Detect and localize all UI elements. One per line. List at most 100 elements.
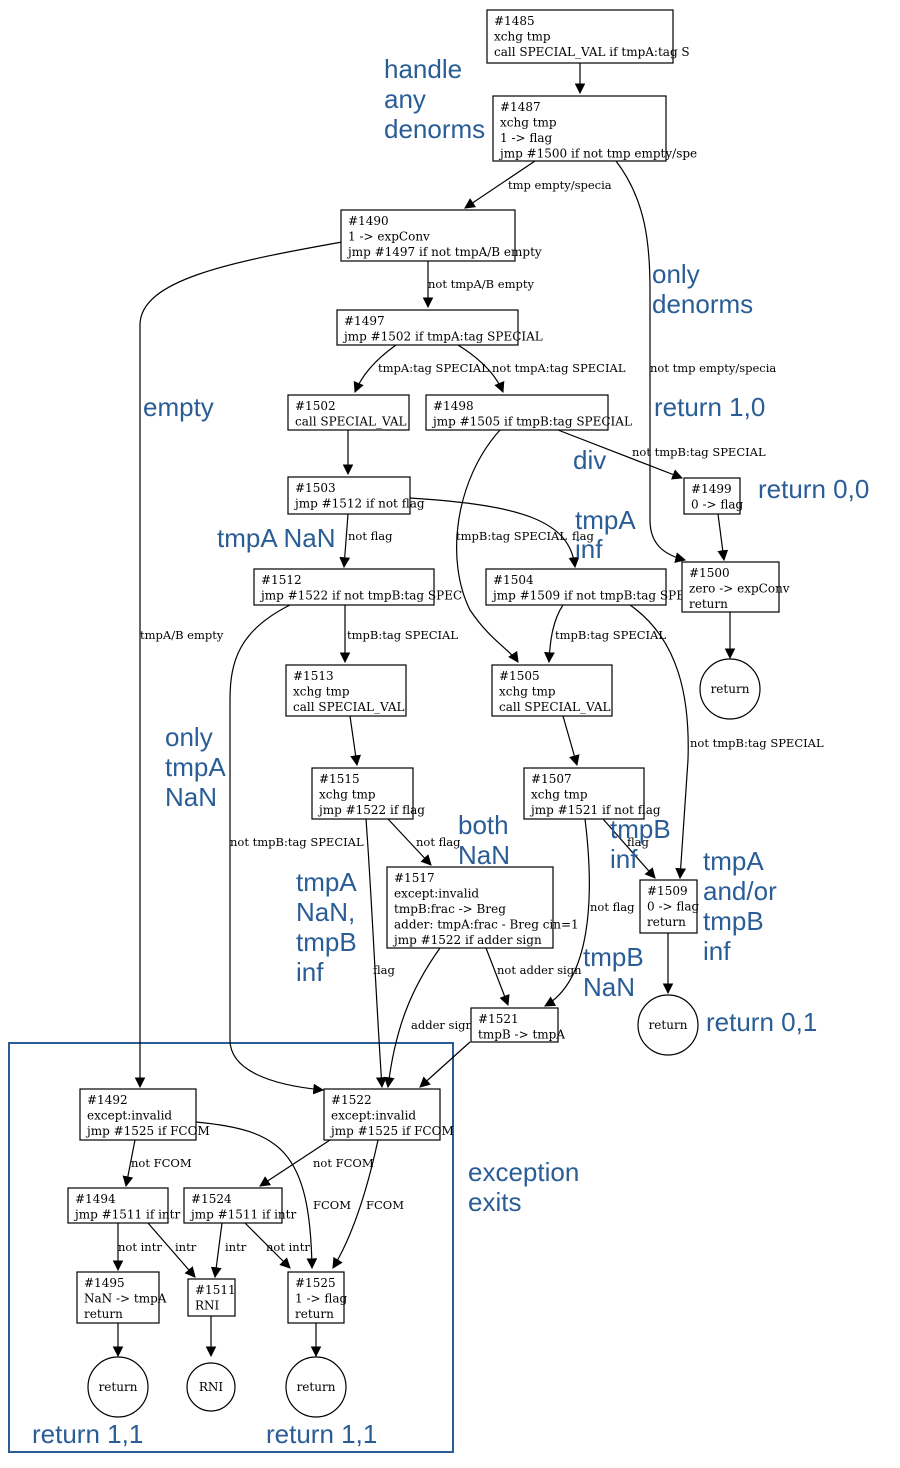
terminal-return-1525: return <box>285 1356 347 1418</box>
edge-label-not-flag-1512: not flag <box>348 529 393 543</box>
node-instruction-line: return <box>295 1307 334 1321</box>
annotation-line: denorms <box>384 114 485 144</box>
edge-label-not-fcom-1524: not FCOM <box>313 1156 374 1170</box>
annotation-div: div <box>573 445 606 475</box>
node-id-label: #1505 <box>499 669 540 683</box>
edge-label-not-tmpb-special-1509: not tmpB:tag SPECIAL <box>690 736 824 750</box>
edge-label-not-tmpab-empty: not tmpA/B empty <box>428 277 534 291</box>
node-id-label: #1490 <box>348 214 389 228</box>
node-instruction-line: jmp #1511 if intr <box>189 1208 296 1222</box>
svg-text:return: return <box>649 1018 688 1032</box>
svg-text:return: return <box>711 682 750 696</box>
node-id-label: #1495 <box>84 1276 125 1290</box>
terminal-return-1495: return <box>87 1356 149 1418</box>
node-id-label: #1507 <box>531 772 572 786</box>
edge-1522-1525 <box>332 1139 379 1269</box>
edge-1487-1490 <box>464 160 536 209</box>
node-instruction-line: 1 -> flag <box>295 1292 348 1306</box>
node-id-label: #1487 <box>500 100 541 114</box>
edges <box>112 63 736 1358</box>
edge-1522-1524 <box>259 1139 331 1187</box>
node-instruction-line: xchg tmp <box>293 685 350 699</box>
edge-label-not-intr-1495: not intr <box>118 1240 162 1254</box>
node-instruction-line: 1 -> expConv <box>348 230 430 244</box>
edge-label-flag-1509: flag <box>627 835 650 849</box>
edge-label-adder-sign: adder sign <box>411 1018 473 1032</box>
annotation-line: only <box>652 259 700 289</box>
node-instruction-line: jmp #1497 if not tmpA/B empty <box>346 245 542 259</box>
edge-label-flag-1522: flag <box>373 963 396 977</box>
edge-1503-1504 <box>409 497 580 569</box>
node-instruction-line: jmp #1522 if flag <box>317 803 425 817</box>
node-instruction-line: return <box>689 597 728 611</box>
edge-1521-1522 <box>419 1041 471 1088</box>
edge-label-not-tmpa-special: not tmpA:tag SPECIAL <box>492 361 626 375</box>
edge-1494-1511 <box>147 1222 196 1278</box>
node-id-label: #1494 <box>75 1192 116 1206</box>
edge-1513-1515 <box>349 715 361 767</box>
node-id-label: #1513 <box>293 669 334 683</box>
annotation-line: and/or <box>703 876 777 906</box>
terminal-return-1500: return <box>699 658 761 720</box>
node-id-label: #1492 <box>87 1093 128 1107</box>
annotation-line: denorms <box>652 289 753 319</box>
node-instruction-line: xchg tmp <box>319 788 376 802</box>
annotation-return-1-1-right: return 1,1 <box>266 1419 377 1449</box>
edge-1507-1521 <box>544 818 590 1007</box>
annotation-line: tmpB <box>583 942 644 972</box>
edge-label-not-flag-1517: not flag <box>416 835 461 849</box>
annotation-line: tmpB <box>610 814 671 844</box>
edge-1492-1494 <box>122 1139 136 1188</box>
node-instruction-line: zero -> expConv <box>689 582 790 596</box>
exception-exits-region <box>8 1042 454 1453</box>
node-instruction-line: jmp #1500 if not tmp empty/spe <box>498 147 697 161</box>
annotation-line: inf <box>610 844 638 874</box>
node-id-label: #1517 <box>394 871 435 885</box>
svg-text:return: return <box>99 1380 138 1394</box>
node-instruction-line: NaN -> tmpA <box>84 1292 167 1306</box>
node-instruction-line: xchg tmp <box>500 116 557 130</box>
node-id-label: #1522 <box>331 1093 372 1107</box>
edge-1507-1509 <box>602 818 656 879</box>
node-id-label: #1504 <box>493 573 534 587</box>
edge-1517-1521 <box>485 947 510 1007</box>
annotation-tmpa-nan: tmpA NaN <box>217 523 336 553</box>
edge-label-tmpb-special-1505b: tmpB:tag SPECIAL <box>555 628 666 642</box>
edge-1515-1517 <box>387 818 432 866</box>
node-instruction-line: 0 -> flag <box>647 900 700 914</box>
edge-label-not-tmp-empty: not tmp empty/specia <box>650 361 776 375</box>
annotation-line: handle <box>384 54 462 84</box>
edge-label-not-fcom-1494: not FCOM <box>131 1156 192 1170</box>
node-instruction-line: 0 -> flag <box>691 498 744 512</box>
edge-1497-1498 <box>457 344 505 393</box>
annotation-line: tmpB <box>296 927 357 957</box>
node-id-label: #1512 <box>261 573 302 587</box>
node-instruction-line: xchg tmp <box>499 685 556 699</box>
node-instruction-line: jmp #1525 if FCOM <box>85 1124 210 1138</box>
edge-label-not-tmpb-special-1522: not tmpB:tag SPECIAL <box>230 835 364 849</box>
node-id-label: #1500 <box>689 566 730 580</box>
edge-1498-1499 <box>557 429 684 480</box>
node-id-label: #1509 <box>647 884 688 898</box>
svg-text:return: return <box>297 1380 336 1394</box>
